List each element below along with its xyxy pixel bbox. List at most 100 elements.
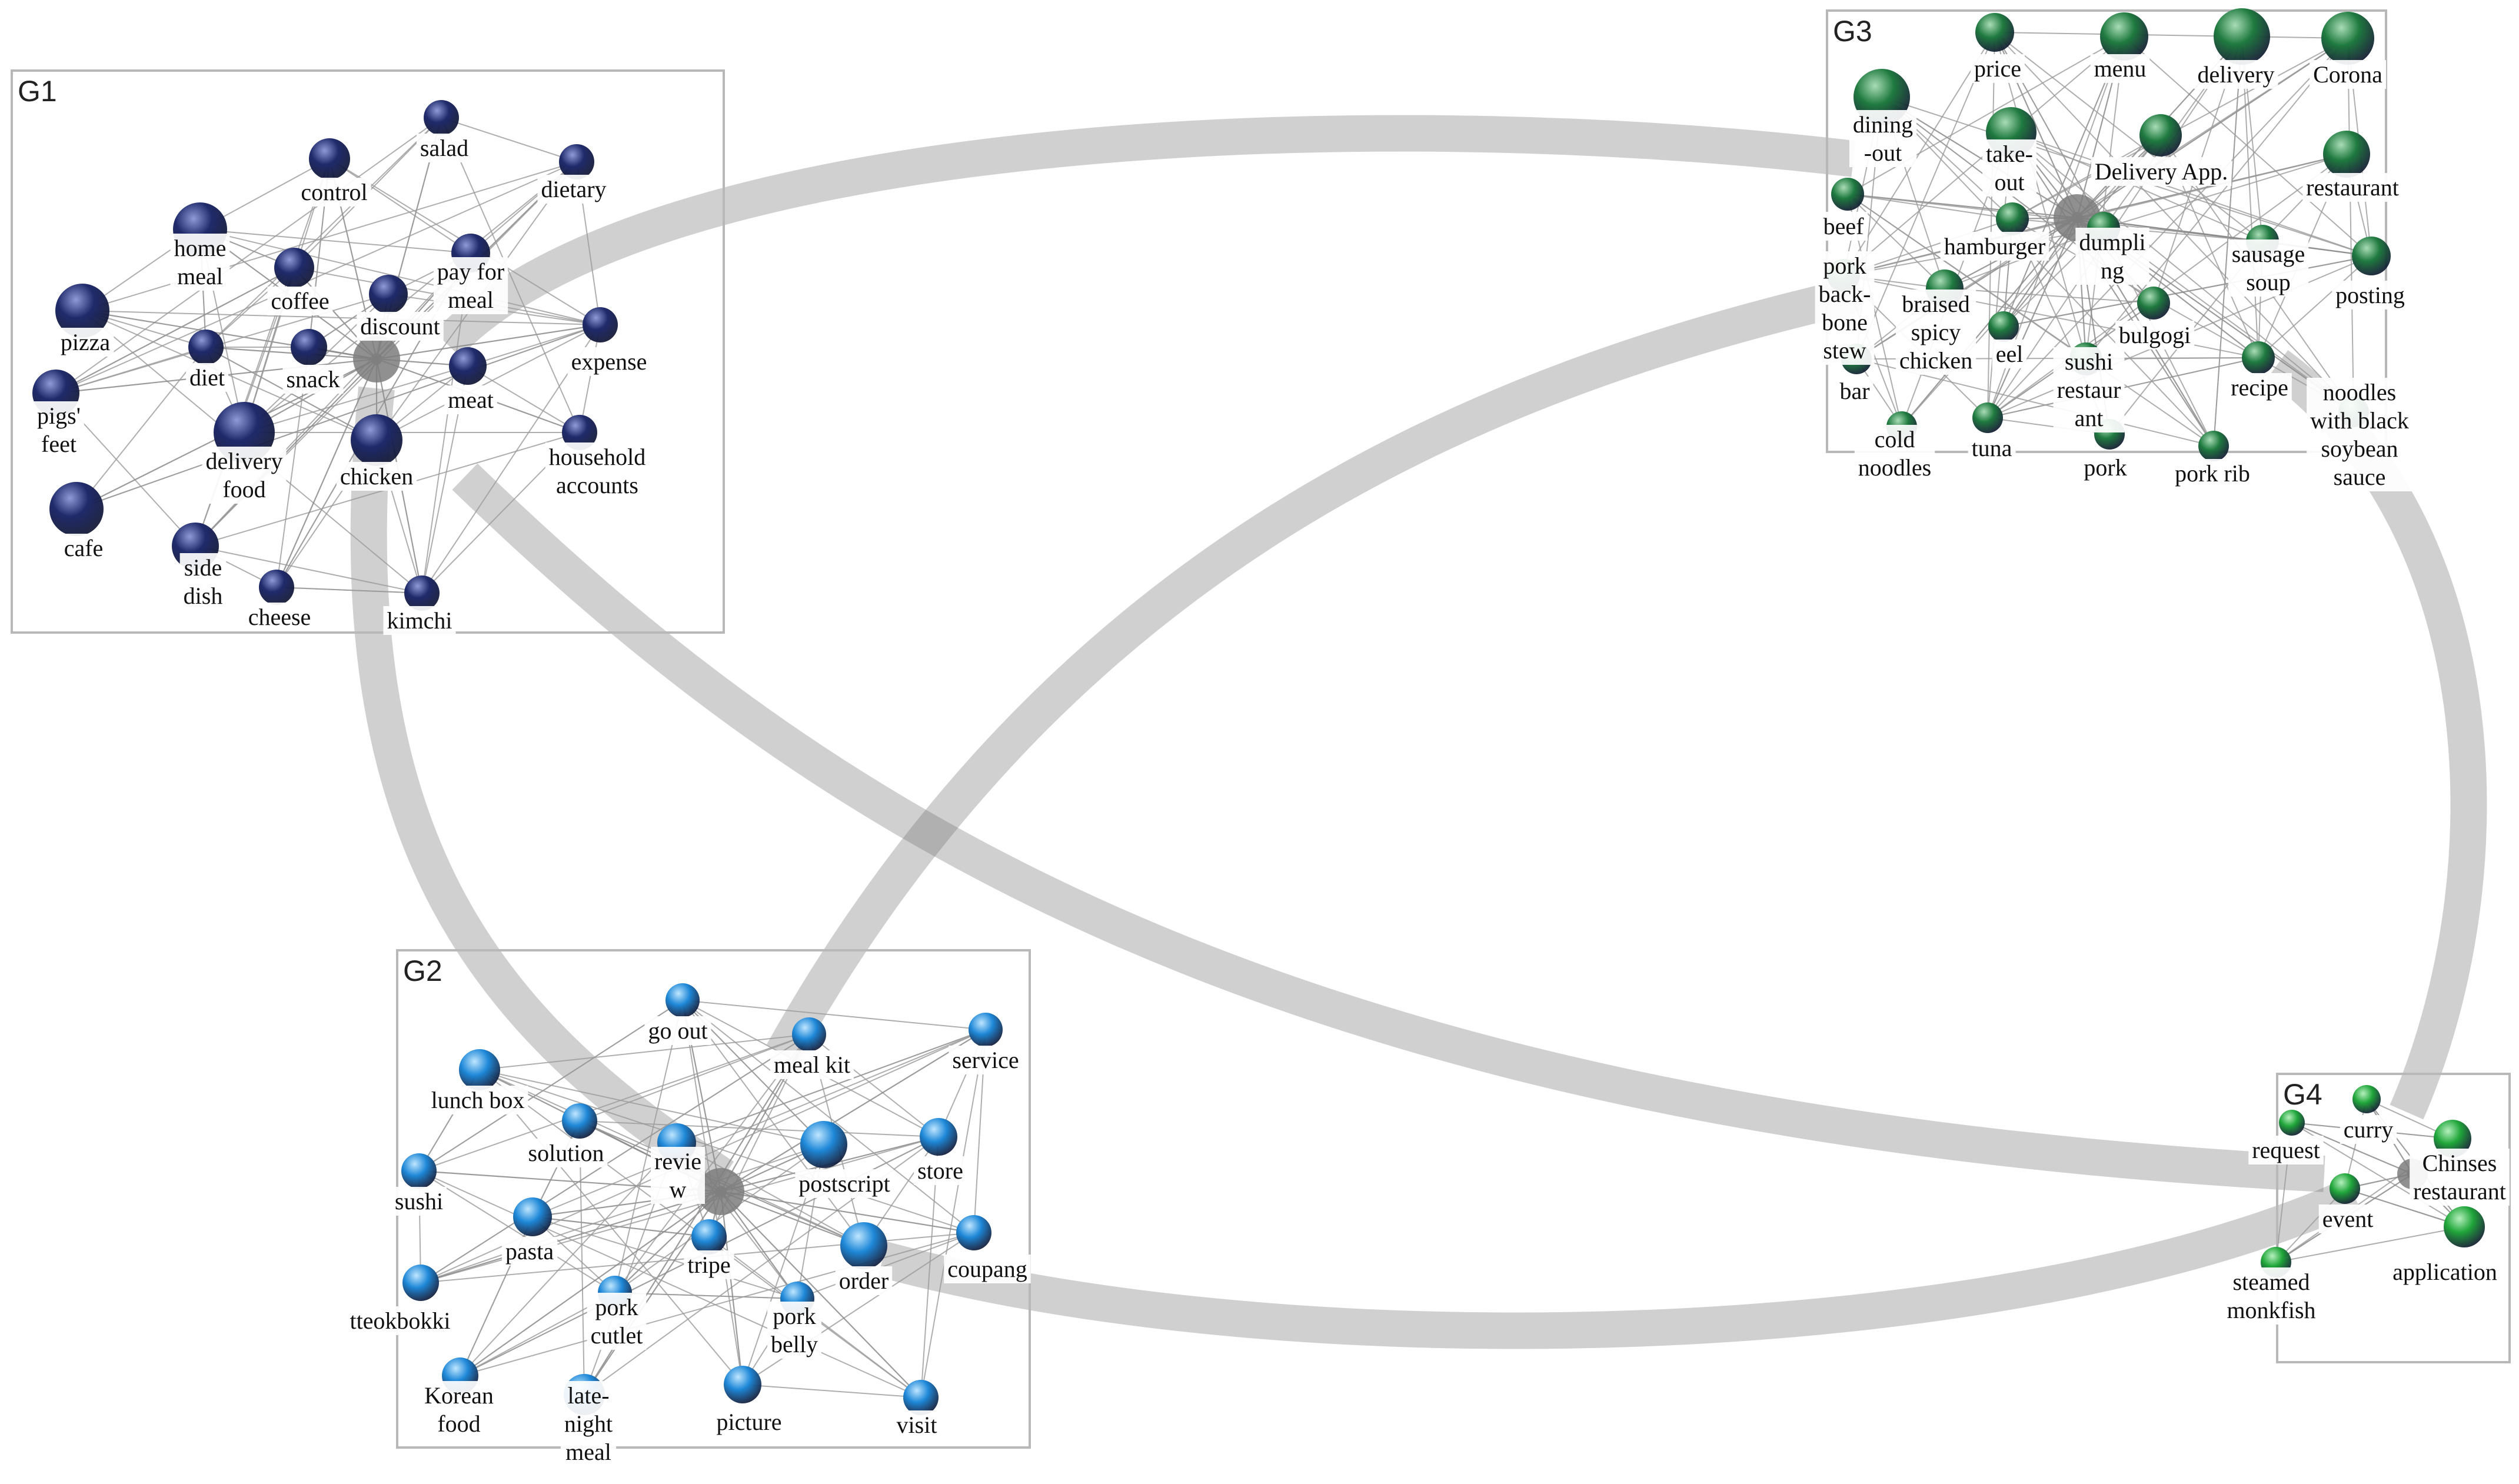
node-label-line: food [222,476,265,503]
node-g4-application-sphere[interactable] [2444,1206,2485,1247]
node-label-line: Delivery App. [2095,158,2228,185]
node-label-background [2389,1257,2501,1286]
node-g2-order-sphere[interactable] [840,1222,887,1269]
node-g2-pasta-sphere[interactable] [513,1197,552,1236]
node-g1-cafe-sphere[interactable] [49,482,104,536]
edge-127 [614,1144,824,1293]
edge-266 [1847,194,1945,289]
node-g3-pork-rib-sphere[interactable] [2198,431,2229,461]
node-g1-diet-sphere[interactable] [188,330,224,365]
node-label-background [60,534,107,563]
edge-25 [199,227,471,254]
node-g3-menu-sphere[interactable] [2100,12,2148,61]
node-g3-posting-sphere[interactable] [2352,237,2391,275]
node-label-line: accounts [556,472,638,498]
node-g1-kimchi-sphere[interactable] [404,575,440,611]
node-label-line: out [1994,169,2024,195]
node-label-background [2091,157,2232,186]
edge-61 [244,365,468,434]
node-g3-hamburger-sphere[interactable] [1996,202,2029,235]
node-label-line: soybean [2321,435,2398,462]
edge-92 [276,584,422,594]
edge-59 [467,323,601,367]
node-g2-postscript-sphere[interactable] [800,1121,847,1168]
node-g1-snack-sphere[interactable] [291,329,327,365]
node-label-line: take- [1986,141,2033,167]
node-g2-coupang-sphere[interactable] [956,1215,991,1250]
node-g1-control-sphere[interactable] [309,138,350,179]
edge-176 [460,1231,974,1376]
node-g3-recipe-sphere[interactable] [2242,341,2275,374]
node-g4-curry-sphere[interactable] [2352,1085,2381,1113]
node-g1-meat-sphere[interactable] [449,347,487,385]
node-label-line: cheese [248,604,311,630]
node-g4-chinses-restaurant-sphere[interactable] [2434,1120,2471,1157]
node-label-g1-pigs-feet: pigs'feet [34,401,84,458]
edge-149 [720,1190,864,1247]
node-g3-beef-sphere[interactable] [1831,178,1864,211]
node-g2-meal-kit-sphere[interactable] [792,1017,826,1052]
node-g3-price-sphere[interactable] [1975,13,2014,52]
edge-177 [460,1142,677,1376]
edge-158 [682,1000,974,1233]
node-label-line: household [549,444,645,470]
node-label-g2-visit: visit [893,1410,941,1439]
node-g2-visit-sphere[interactable] [903,1380,939,1415]
node-g2-store-sphere[interactable] [920,1118,957,1156]
node-g1-household-accounts-sphere[interactable] [562,415,597,450]
edge-26 [329,158,471,254]
node-g1-dietary-sphere[interactable] [559,144,594,179]
node-g3-delivery-sphere[interactable] [2214,8,2270,65]
node-label-background [560,1381,617,1466]
node-g1-discount-sphere[interactable] [369,275,408,314]
edge-113 [479,1032,810,1070]
node-g3-restaurant-sphere[interactable] [2323,131,2370,178]
node-g2-service-sphere[interactable] [969,1013,1003,1047]
node-g1-coffee-sphere[interactable] [274,248,314,288]
node-g4-event-sphere[interactable] [2330,1173,2360,1204]
node-g2-picture-sphere[interactable] [724,1366,761,1403]
node-label-line: bone [1822,309,1868,335]
node-label-line: eel [1996,341,2024,367]
node-label-line: meal kit [774,1052,850,1078]
node-label-line: solution [528,1140,604,1166]
node-g3-bulgogi-sphere[interactable] [2137,287,2170,320]
node-g2-tripe-sphere[interactable] [691,1219,727,1255]
node-label-background [391,1187,447,1216]
node-g3-tuna-sphere[interactable] [1972,402,2003,433]
node-g3-corona-sphere[interactable] [2321,12,2374,65]
node-label-g2-picture: picture [713,1408,786,1436]
node-label-g3-bulgogi: bulgogi [2115,321,2195,350]
node-g1-expense-sphere[interactable] [583,307,618,342]
node-g2-solution-sphere[interactable] [562,1103,597,1139]
node-g2-go-out-sphere[interactable] [665,983,700,1017]
node-g1-salad-sphere[interactable] [424,100,459,135]
node-g2-sushi-sphere[interactable] [401,1153,437,1189]
edge-196 [1994,32,2348,41]
node-g2-tteokbokki-sphere[interactable] [402,1265,439,1301]
node-label-g2-pasta: pasta [501,1237,558,1266]
node-g1-chicken-sphere[interactable] [351,414,402,466]
node-label-line: event [2322,1206,2374,1232]
node-label-line: order [839,1267,889,1294]
node-g4-request-sphere[interactable] [2279,1110,2305,1136]
node-label-background [2171,459,2254,488]
node-label-g2-go-out: go out [644,1016,711,1045]
node-g3-delivery-app-sphere[interactable] [2139,114,2182,157]
node-label-g1-diet: diet [186,363,228,392]
node-label-line: pork [2084,454,2127,481]
node-label-background [713,1408,786,1436]
node-g3-eel-sphere[interactable] [1988,311,2019,342]
node-g1-cheese-sphere[interactable] [259,570,294,605]
node-label-background [2080,453,2131,482]
node-label-background [651,1147,705,1204]
node-label-background [2053,347,2125,432]
node-g2-lunch-box-sphere[interactable] [459,1049,500,1090]
node-g1-pizza-sphere[interactable] [55,284,109,338]
edge-161 [420,1034,810,1283]
node-label-g1-control: control [297,178,371,207]
node-label-line: cafe [64,535,104,561]
